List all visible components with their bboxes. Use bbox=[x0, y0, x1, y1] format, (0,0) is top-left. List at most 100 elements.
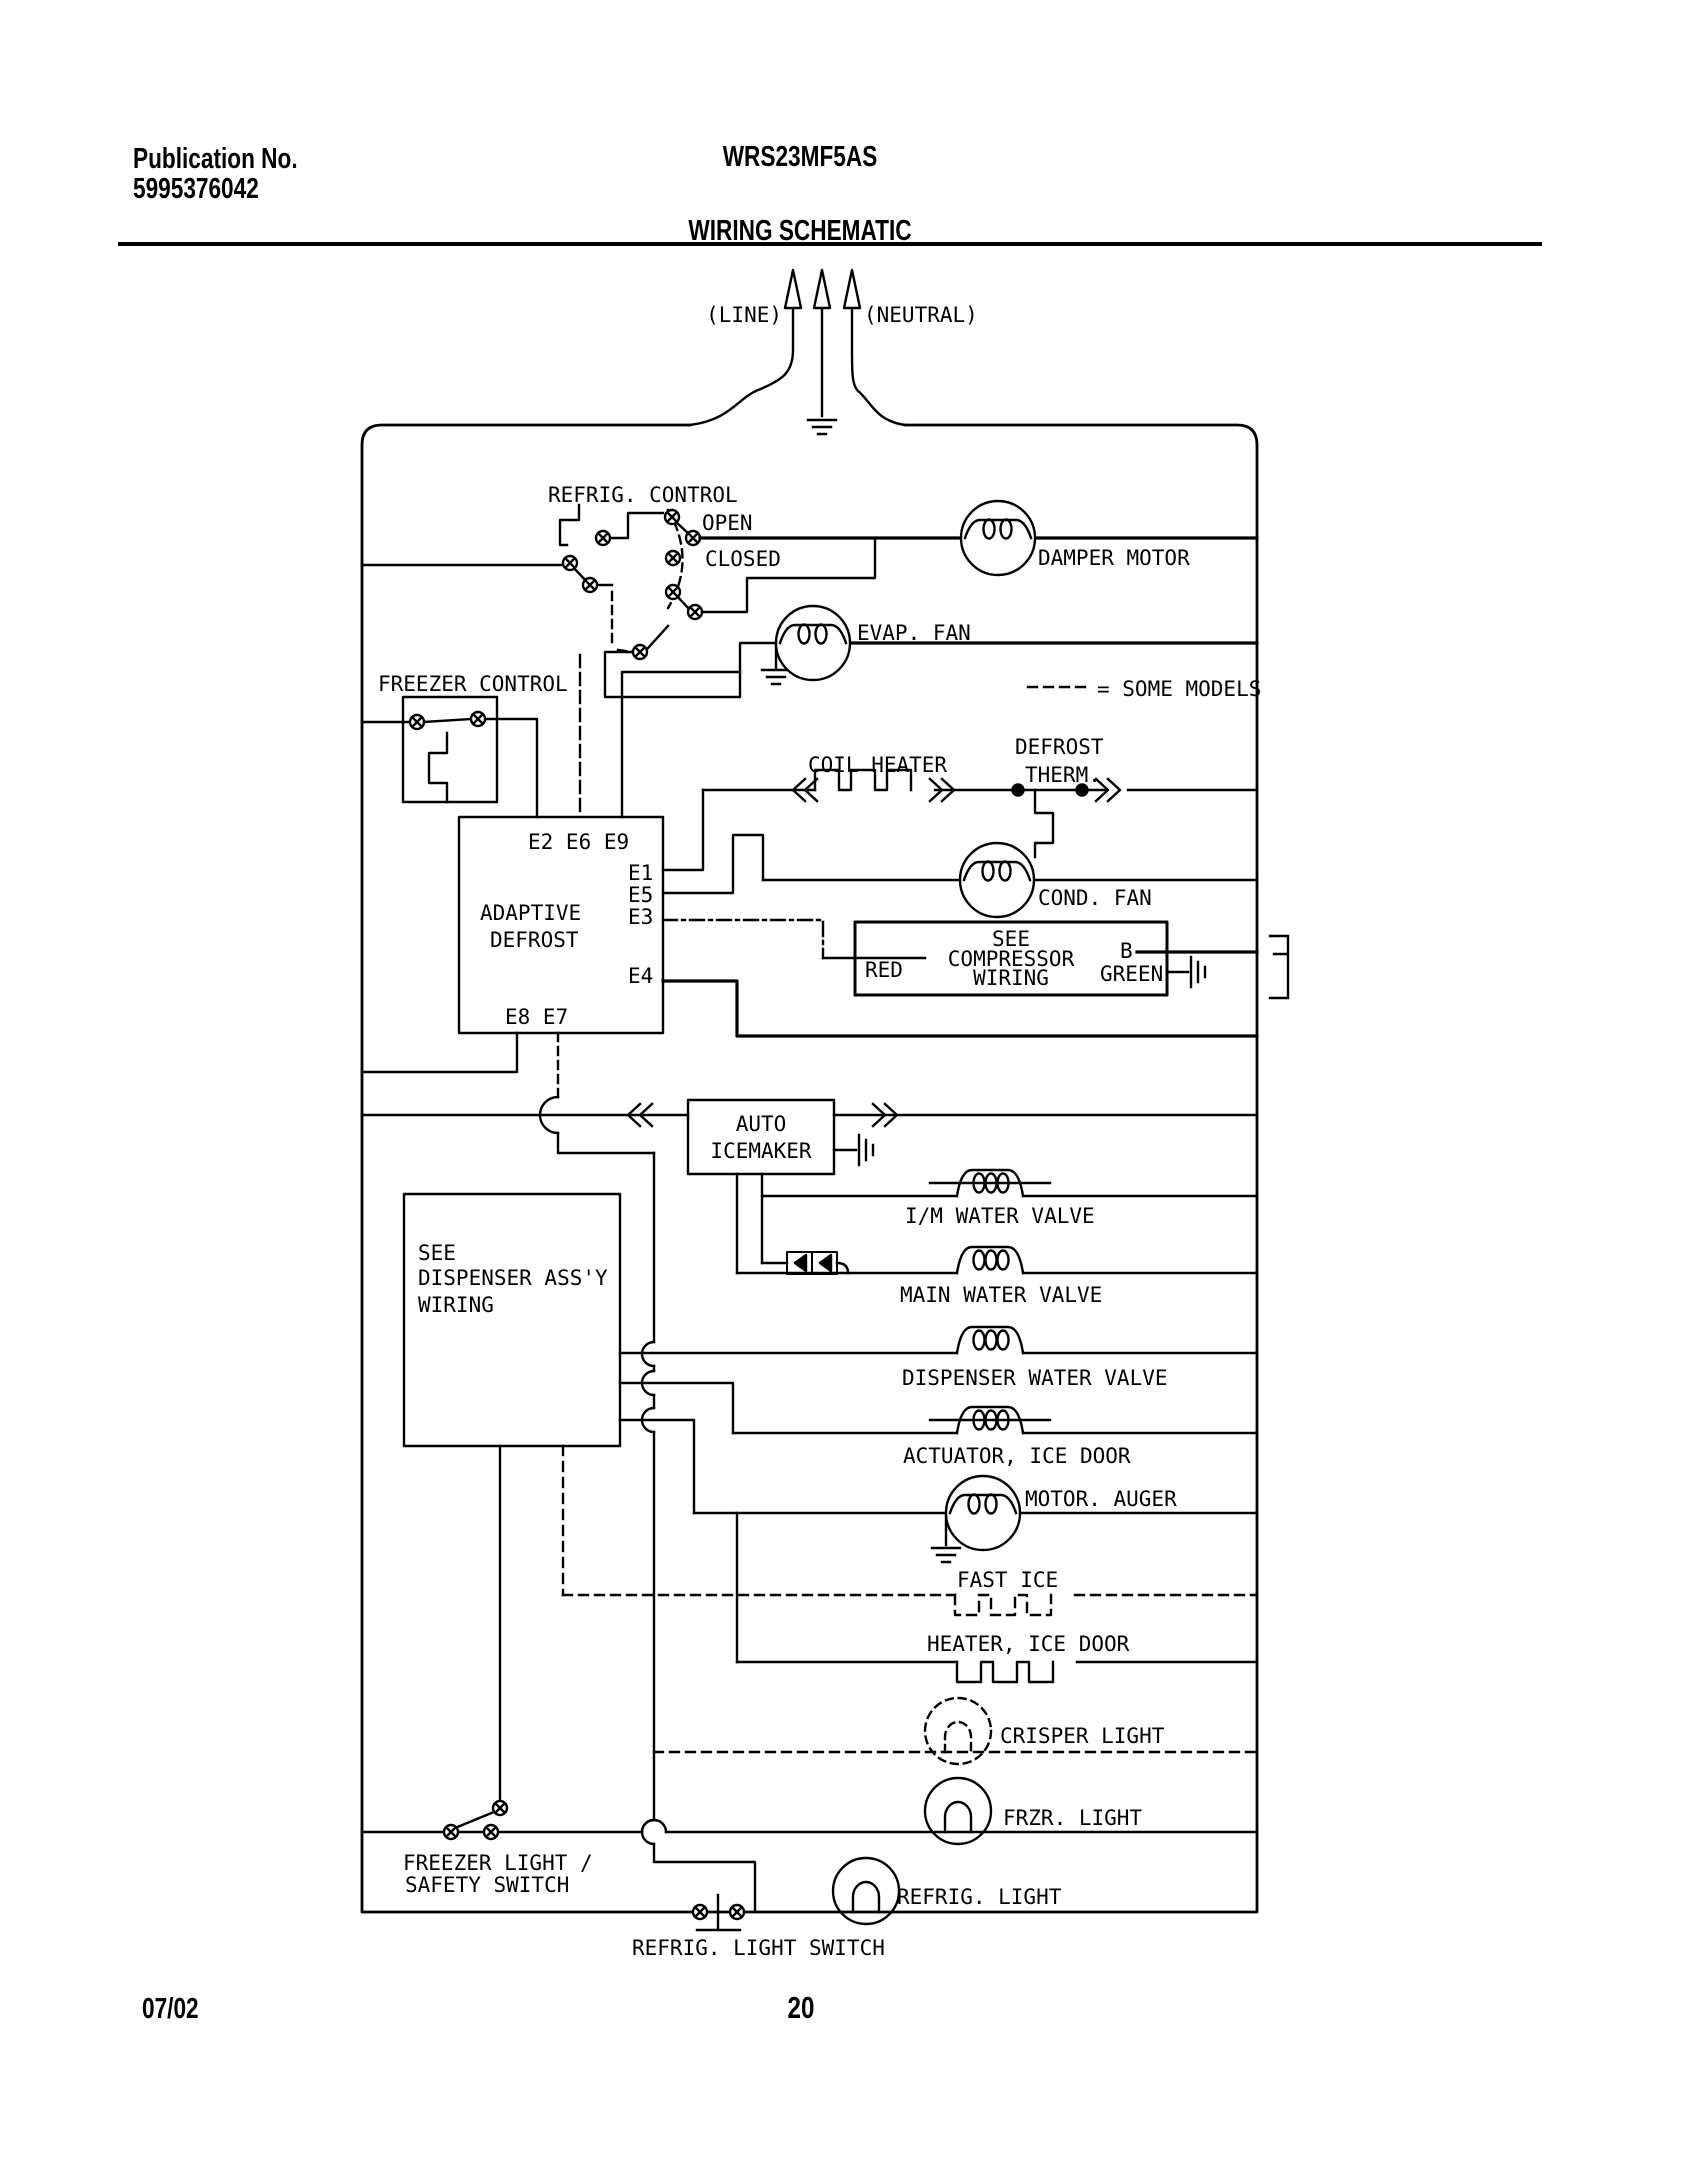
freezer-control-label: FREEZER CONTROL bbox=[378, 672, 568, 696]
ground-icon bbox=[806, 418, 838, 436]
dispenser-label-2: DISPENSER ASS'Y bbox=[418, 1266, 608, 1290]
contact-icon bbox=[561, 554, 579, 572]
dispenser-water-valve-label: DISPENSER WATER VALVE bbox=[902, 1366, 1168, 1390]
valve-coil-icon bbox=[955, 1245, 1025, 1275]
motor-icon bbox=[958, 841, 1036, 919]
lamp-icon bbox=[831, 1856, 901, 1926]
main-water-valve: MAIN WATER VALVE bbox=[735, 1245, 1259, 1307]
line-arrow-icon bbox=[783, 268, 803, 310]
refrig-light-label: REFRIG. LIGHT bbox=[897, 1885, 1062, 1909]
ground-arrow-icon bbox=[812, 268, 832, 310]
contact-icon bbox=[664, 583, 682, 601]
actuator-ice-door-label: ACTUATOR, ICE DOOR bbox=[903, 1444, 1131, 1468]
freezer-light-switch-label-2: SAFETY SWITCH bbox=[405, 1873, 569, 1897]
terminal-e3-label: E3 bbox=[628, 905, 653, 929]
adaptive-defrost-label-2: DEFROST bbox=[490, 928, 579, 952]
frzr-light-label: FRZR. LIGHT bbox=[1003, 1806, 1142, 1830]
lamp-icon bbox=[923, 1696, 993, 1766]
contact-icon bbox=[491, 1799, 509, 1817]
motor-auger: MOTOR. AUGER bbox=[692, 1474, 1259, 1664]
refrig-light-switch-label: REFRIG. LIGHT SWITCH bbox=[632, 1936, 885, 1960]
auto-icemaker-label-2: ICEMAKER bbox=[710, 1139, 812, 1163]
connector-bracket-icon bbox=[1268, 934, 1290, 1000]
model-number: WRS23MF5AS bbox=[722, 141, 878, 173]
terminal-e1-label: E1 bbox=[628, 861, 653, 885]
crisper-light-label: CRISPER LIGHT bbox=[1000, 1724, 1165, 1748]
dual-check-component bbox=[760, 1251, 850, 1275]
contact-icon bbox=[408, 713, 426, 731]
neutral-arrow-icon bbox=[842, 268, 862, 310]
compressor-label-2: COMPRESSOR bbox=[948, 947, 1075, 971]
motor-icon bbox=[959, 499, 1037, 577]
motor-auger-label: MOTOR. AUGER bbox=[1025, 1487, 1177, 1511]
fast-ice-label: FAST ICE bbox=[957, 1568, 1058, 1592]
auto-icemaker-label-1: AUTO bbox=[736, 1112, 787, 1136]
open-label: OPEN bbox=[702, 511, 753, 535]
valve-coil-icon bbox=[955, 1325, 1025, 1355]
main-water-valve-label: MAIN WATER VALVE bbox=[900, 1283, 1102, 1307]
dispenser-water-valve: DISPENSER WATER VALVE bbox=[618, 1325, 1259, 1390]
contact-icon bbox=[686, 603, 704, 621]
some-models-label: = SOME MODELS bbox=[1097, 677, 1261, 701]
freezer-light-switch-label-1: FREEZER LIGHT / bbox=[403, 1851, 593, 1875]
compressor-label-3: WIRING bbox=[973, 966, 1049, 990]
refrig-control-label: REFRIG. CONTROL bbox=[548, 483, 738, 507]
power-entry: (LINE) (NEUTRAL) bbox=[688, 268, 978, 436]
crisper-light: CRISPER LIGHT bbox=[652, 1696, 1259, 1766]
cond-fan: COND. FAN bbox=[761, 841, 1259, 919]
freezer-light-circuit: FRZR. LIGHT FREEZER LIGHT / SAFETY SWITC… bbox=[360, 1776, 1259, 1897]
damper-motor: DAMPER MOTOR bbox=[698, 499, 1259, 577]
schematic-border bbox=[360, 423, 1259, 1914]
footer-date: 07/02 bbox=[142, 1993, 199, 2025]
publication-label: Publication No. bbox=[133, 143, 298, 175]
contact-icon bbox=[691, 1903, 709, 1921]
header-rule bbox=[118, 242, 1542, 246]
green-label: GREEN bbox=[1100, 962, 1163, 986]
refrig-light-circuit: REFRIG. LIGHT REFRIG. LIGHT SWITCH bbox=[632, 1856, 1062, 1960]
dispenser-label-3: WIRING bbox=[418, 1293, 494, 1317]
contact-icon bbox=[482, 1823, 500, 1841]
ground-icon bbox=[930, 1546, 962, 1564]
line-label: (LINE) bbox=[706, 303, 782, 327]
motor-icon bbox=[944, 1474, 1022, 1552]
contact-icon bbox=[663, 508, 681, 526]
contact-icon bbox=[631, 643, 649, 661]
contact-icon bbox=[664, 549, 682, 567]
defrost-thermostat: DEFROST THERM. bbox=[1011, 735, 1259, 859]
motor-icon bbox=[774, 604, 852, 682]
evap-fan-label: EVAP. FAN bbox=[857, 621, 971, 645]
dispenser-label-1: SEE bbox=[418, 1241, 456, 1265]
contact-icon bbox=[728, 1903, 746, 1921]
terminal-e5-label: E5 bbox=[628, 883, 653, 907]
e7-dropper-bus bbox=[640, 1151, 757, 1914]
red-label: RED bbox=[865, 958, 903, 982]
auto-icemaker: AUTO ICEMAKER bbox=[360, 1098, 1259, 1275]
contact-icon bbox=[581, 576, 599, 594]
damper-motor-label: DAMPER MOTOR bbox=[1038, 546, 1190, 570]
footer-page-number: 20 bbox=[787, 1990, 815, 2025]
contact-icon bbox=[442, 1823, 460, 1841]
neutral-label: (NEUTRAL) bbox=[864, 303, 978, 327]
compressor-label-1: SEE bbox=[992, 927, 1030, 951]
coil-heater: COIL HEATER bbox=[701, 753, 1014, 803]
compressor-box: RED SEE COMPRESSOR WIRING B GREEN bbox=[821, 920, 1290, 1000]
adaptive-defrost-label-1: ADAPTIVE bbox=[480, 901, 581, 925]
cond-fan-label: COND. FAN bbox=[1038, 886, 1152, 910]
fast-ice bbox=[561, 1593, 1259, 1617]
im-water-valve-label: I/M WATER VALVE bbox=[905, 1204, 1095, 1228]
contact-icon bbox=[594, 529, 612, 547]
terminal-bottom-label: E8 E7 bbox=[505, 1005, 568, 1029]
im-water-valve: I/M WATER VALVE bbox=[760, 1168, 1259, 1228]
b-label: B bbox=[1120, 939, 1133, 963]
contact-icon bbox=[684, 529, 702, 547]
terminal-e4-label: E4 bbox=[628, 964, 653, 988]
ground-icon bbox=[760, 668, 792, 686]
heater-ice-door-label: HEATER, ICE DOOR bbox=[927, 1632, 1130, 1656]
defrost-therm-label-2: THERM. bbox=[1025, 763, 1101, 787]
closed-label: CLOSED bbox=[705, 547, 781, 571]
coil-heater-label: COIL HEATER bbox=[808, 753, 947, 777]
ground-icon bbox=[1189, 955, 1207, 989]
dispenser-box: SEE DISPENSER ASS'Y WIRING bbox=[402, 1192, 735, 1801]
